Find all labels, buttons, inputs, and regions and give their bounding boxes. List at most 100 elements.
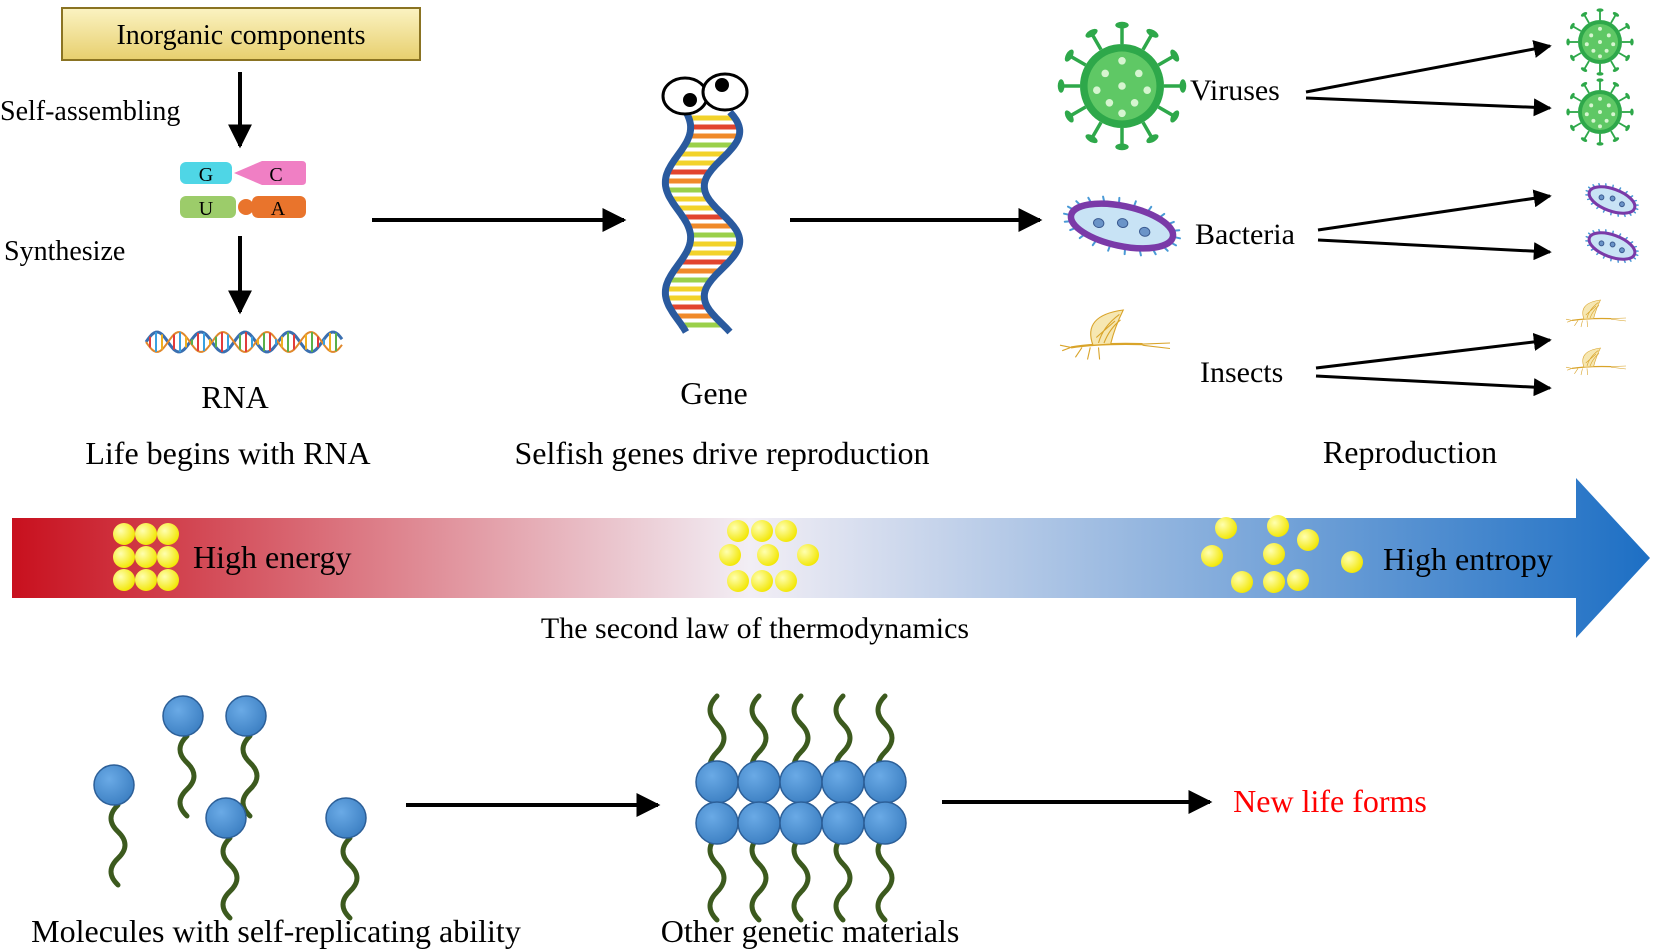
bilayer-head-upper bbox=[863, 760, 907, 804]
virus-arrow-lower bbox=[1305, 96, 1552, 117]
rna-strand-b bbox=[145, 331, 343, 353]
molecule-tail bbox=[220, 835, 240, 921]
bacteria-nucleoid bbox=[1093, 218, 1105, 229]
bacteria-arrow-upper bbox=[1317, 189, 1552, 232]
scattered-particles bbox=[1201, 515, 1363, 593]
bacteria-arrow-lower bbox=[1317, 238, 1552, 261]
bacteria-nucleoid bbox=[1598, 240, 1605, 247]
gene-right-eye bbox=[701, 72, 749, 112]
gene-dna-icon bbox=[661, 72, 749, 335]
molecule-tail bbox=[240, 733, 260, 819]
bilayer-head-lower bbox=[863, 801, 907, 845]
gene-caption: Selfish genes drive reproduction bbox=[515, 435, 930, 471]
molecule-tail bbox=[108, 802, 128, 888]
energy-particle bbox=[1297, 529, 1319, 551]
virus-dot bbox=[1118, 82, 1126, 90]
energy-particle bbox=[135, 523, 157, 545]
virus-spike-tip bbox=[1612, 137, 1620, 142]
virus-spike-tip bbox=[1570, 124, 1575, 132]
energy-particle bbox=[775, 570, 797, 592]
viruses-label: Viruses bbox=[1190, 74, 1280, 107]
virus-spike-tip bbox=[1630, 38, 1634, 46]
molecule-tail bbox=[177, 733, 197, 819]
virus-dot bbox=[1093, 86, 1101, 94]
virus-icon bbox=[1057, 21, 1187, 151]
virus-dot bbox=[1591, 118, 1596, 123]
energy-particle bbox=[1201, 545, 1223, 567]
energy-particle bbox=[113, 523, 135, 545]
insect-offspring-1 bbox=[1565, 299, 1627, 328]
insect-wing-vein bbox=[1095, 313, 1121, 344]
synthesize-label: Synthesize bbox=[4, 236, 125, 267]
rna-caption: Life begins with RNA bbox=[85, 435, 370, 471]
virus-spike-tip bbox=[1566, 108, 1570, 116]
thermodynamics-arrow: High energy High entropy bbox=[12, 478, 1650, 638]
virus-spike-tip bbox=[1570, 54, 1575, 62]
second-law-label: The second law of thermodynamics bbox=[541, 612, 969, 645]
insect-tail bbox=[1610, 365, 1627, 370]
energy-particle bbox=[727, 520, 749, 542]
dna-rungs bbox=[665, 115, 740, 328]
bacteria-large bbox=[1063, 195, 1181, 257]
bacteria-nucleoid bbox=[1609, 241, 1616, 248]
virus-dot bbox=[1604, 48, 1609, 53]
energy-particle bbox=[113, 569, 135, 591]
virus-dot bbox=[1598, 54, 1602, 59]
virus-spike-tip bbox=[1625, 124, 1630, 132]
bacteria-icon bbox=[1063, 195, 1181, 257]
energy-particle bbox=[1215, 517, 1237, 539]
bilayer-head-upper bbox=[695, 760, 739, 804]
thermo-arrow-shape bbox=[12, 478, 1650, 638]
virus-dot bbox=[1611, 112, 1616, 117]
bacteria-nucleoid bbox=[1598, 194, 1605, 201]
insect-icon bbox=[1059, 309, 1171, 360]
virus-offspring-1 bbox=[1566, 8, 1634, 76]
insect-antenna bbox=[1565, 366, 1573, 371]
bacteria-nucleoid bbox=[1609, 195, 1616, 202]
energy-particle bbox=[157, 569, 179, 591]
bilayer-head-upper bbox=[821, 760, 865, 804]
rna-rungs bbox=[149, 332, 337, 352]
gene-label: Gene bbox=[680, 375, 748, 411]
bilayer-bottom-tail bbox=[791, 833, 811, 923]
energy-particle bbox=[135, 546, 157, 568]
bilayer-head-upper bbox=[779, 760, 823, 804]
virus-spike-tip bbox=[1179, 79, 1187, 93]
bacteria-nucleoid bbox=[1116, 218, 1129, 229]
insect-group bbox=[1059, 309, 1171, 360]
molecule-head bbox=[93, 764, 135, 806]
virus-dot bbox=[1606, 33, 1611, 38]
virus-spike-tip bbox=[1064, 110, 1074, 123]
molecule-head bbox=[205, 797, 247, 839]
energy-particle bbox=[1341, 551, 1363, 573]
base-c-block bbox=[234, 161, 306, 185]
virus-dot bbox=[1604, 118, 1609, 123]
virus-spike-tip bbox=[1625, 54, 1630, 62]
virus-spike-tip bbox=[1146, 28, 1159, 38]
bilayer-head-upper bbox=[737, 760, 781, 804]
virus-dot bbox=[1598, 40, 1602, 44]
base-u-block bbox=[180, 196, 236, 218]
virus-dot bbox=[1130, 99, 1139, 107]
virus-dot bbox=[1143, 86, 1151, 94]
insects-label: Insects bbox=[1200, 356, 1283, 389]
energy-particle bbox=[751, 570, 773, 592]
mixed-particles bbox=[719, 520, 819, 592]
bilayer-head-lower bbox=[695, 801, 739, 845]
dna-backbone-b bbox=[700, 109, 744, 335]
virus-large bbox=[1057, 21, 1187, 151]
virus-spike-tip bbox=[1064, 49, 1074, 62]
virus-spike-tip bbox=[1566, 38, 1570, 46]
virus-dot bbox=[1598, 26, 1602, 31]
bacteria-group bbox=[1585, 182, 1639, 218]
virus-spike-tip bbox=[1596, 78, 1604, 82]
rna-strand-icon bbox=[144, 330, 344, 354]
virus-spike-tip bbox=[1115, 21, 1129, 29]
dna-backbone-a bbox=[661, 110, 695, 334]
inorganic-box-rect bbox=[61, 7, 421, 61]
virus-spike-tip bbox=[1085, 134, 1098, 144]
bacteria-label: Bacteria bbox=[1195, 218, 1295, 251]
virus-dot bbox=[1611, 42, 1616, 47]
insect-arrow-upper bbox=[1315, 332, 1552, 370]
bilayer-bottom-tail bbox=[875, 833, 895, 923]
